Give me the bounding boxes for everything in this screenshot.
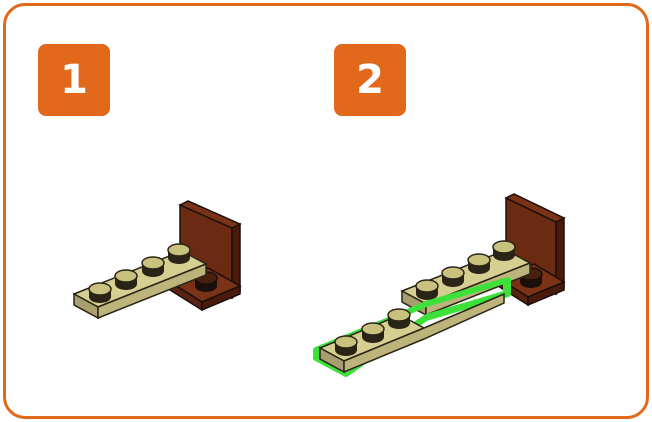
step-2-number: 2: [356, 57, 384, 103]
step-1-number: 1: [60, 57, 88, 103]
step-2-badge: 2: [334, 44, 406, 116]
step-1-model: [72, 200, 242, 320]
step-2-model: [313, 193, 566, 377]
step-1-badge: 1: [38, 44, 110, 116]
step-1-plate: [72, 243, 208, 320]
step-2-new-part: [313, 277, 511, 377]
